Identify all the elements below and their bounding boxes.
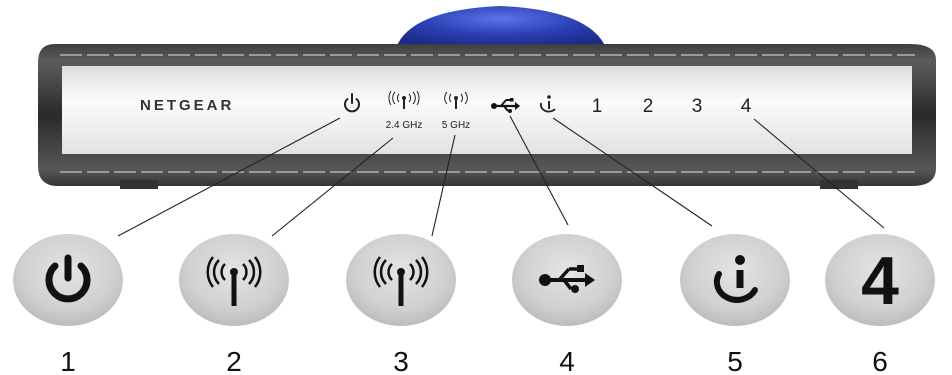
- leader-line-5: [552, 117, 713, 227]
- callout-badge-6: 4: [825, 234, 935, 326]
- port-label-1: 1: [592, 96, 603, 117]
- leader-line-6: [753, 118, 885, 229]
- band-24-label: 2.4 GHz: [386, 120, 423, 131]
- band-5-label: 5 GHz: [442, 120, 470, 131]
- panel-wps-icon: [539, 95, 556, 113]
- callout-badge-5: [680, 234, 790, 326]
- callout-number-3: 3: [393, 346, 409, 375]
- callout-badge-2: [179, 234, 289, 326]
- callout-badge-4: [512, 234, 622, 326]
- leader-line-4: [509, 115, 569, 226]
- callout-badge-3: [346, 234, 456, 326]
- front-panel: [62, 66, 912, 154]
- callout-badge-1: [13, 234, 123, 326]
- callout-number-6: 6: [872, 346, 888, 375]
- port-label-3: 3: [692, 96, 703, 117]
- wireless-antenna-icon: [206, 256, 262, 306]
- power-icon: [45, 254, 91, 303]
- port-label-2: 2: [643, 96, 654, 117]
- callout-number-4: 4: [559, 346, 575, 375]
- leader-line-3: [431, 134, 456, 237]
- leader-lines: [117, 115, 885, 237]
- router-body: [38, 6, 936, 189]
- panel-power-icon: [344, 93, 360, 113]
- panel-usb-icon: [491, 98, 520, 113]
- wireless-antenna-icon: [373, 256, 429, 306]
- port-label-4: 4: [741, 96, 752, 117]
- leader-line-2: [271, 137, 394, 237]
- router-foot-right: [820, 180, 858, 189]
- top-dome: [396, 6, 606, 48]
- port-4-glyph: 4: [861, 243, 899, 319]
- wps-info-icon: [713, 255, 758, 303]
- callout-number-2: 2: [226, 346, 242, 375]
- leader-line-1: [117, 117, 341, 237]
- callout-number-5: 5: [727, 346, 743, 375]
- panel-wifi-5-icon: [444, 91, 468, 109]
- brand-logo: NETGEAR: [140, 97, 234, 114]
- usb-icon: [539, 265, 595, 293]
- router-foot-left: [120, 180, 158, 189]
- callout-number-1: 1: [60, 346, 76, 375]
